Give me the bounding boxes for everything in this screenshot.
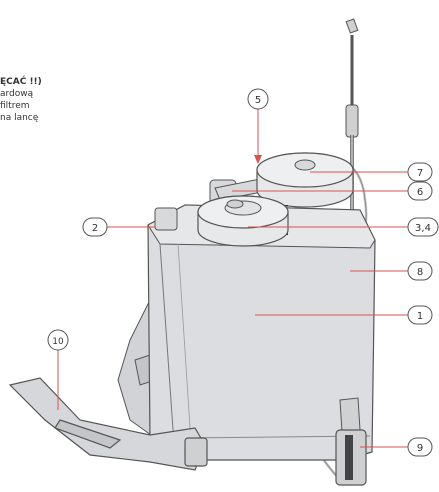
callout-2: 2	[82, 217, 108, 237]
callout-10: 10	[47, 329, 69, 351]
note-line-2: filtrem	[0, 101, 30, 111]
svg-text:2: 2	[92, 223, 98, 234]
callout-34: 3,4	[407, 217, 439, 237]
note-heading: ĘCAĆ !!)	[0, 77, 42, 87]
note-line-3: na lancę	[0, 113, 39, 123]
leader-lines	[57, 108, 408, 448]
callout-6: 6	[407, 181, 433, 201]
callout-5: 5	[247, 88, 269, 110]
pump-lever	[8, 377, 208, 471]
callout-1: 1	[407, 305, 433, 325]
svg-text:8: 8	[417, 267, 423, 278]
instruction-note: ĘCAĆ !!) ardową filtrem na lancę	[0, 76, 80, 124]
svg-text:3,4: 3,4	[415, 223, 431, 234]
svg-text:10: 10	[52, 337, 64, 347]
note-line-1: ardową	[0, 89, 34, 99]
svg-text:5: 5	[255, 95, 261, 106]
svg-text:7: 7	[417, 168, 423, 179]
callout-8: 8	[407, 261, 433, 281]
svg-text:9: 9	[417, 443, 423, 454]
filter-cap-right	[256, 152, 354, 208]
svg-text:6: 6	[417, 187, 423, 198]
callout-7: 7	[407, 162, 433, 182]
svg-text:1: 1	[417, 311, 423, 322]
callout-9: 9	[407, 437, 433, 457]
lance-grip	[335, 397, 367, 486]
filler-cap-left	[197, 195, 289, 247]
